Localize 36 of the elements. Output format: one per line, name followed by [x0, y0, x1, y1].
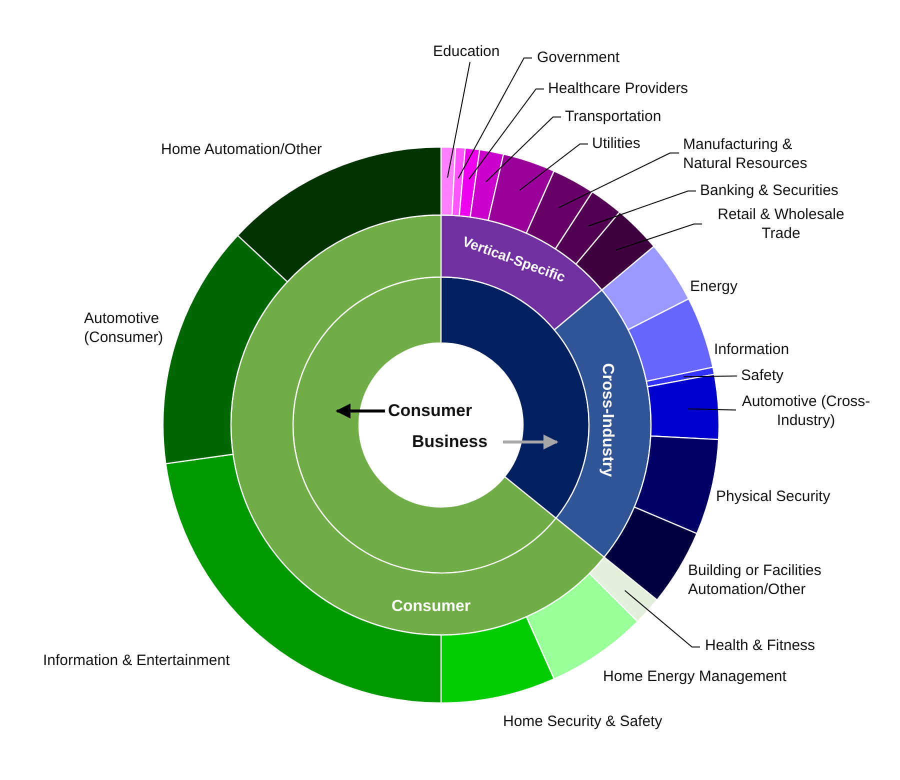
- segment-label: Information & Entertainment: [43, 651, 230, 670]
- category-label: Transportation: [565, 107, 662, 126]
- leader-line: [486, 116, 562, 182]
- leader-line: [588, 190, 696, 227]
- category-label: Healthcare Providers: [548, 79, 688, 98]
- category-label: Government: [537, 48, 620, 67]
- leader-line: [683, 376, 738, 378]
- segment-label: Energy: [690, 277, 738, 296]
- segment-label: Home Energy Management: [603, 667, 786, 686]
- leader-line: [468, 88, 544, 180]
- category-label: Health & Fitness: [705, 636, 816, 655]
- leader-line: [687, 408, 736, 410]
- segment-label: Building or Facilities Automation/Other: [688, 561, 822, 599]
- segment-label: Home Security & Safety: [503, 712, 662, 731]
- segment-label: Cross-Industry: [598, 363, 616, 477]
- category-label: Automotive (Cross-Industry): [740, 392, 872, 430]
- leader-line: [446, 62, 470, 178]
- category-label: Safety: [741, 366, 784, 385]
- leader-line: [615, 224, 702, 251]
- leader-line: [458, 58, 532, 179]
- category-label: Banking & Securities: [700, 181, 838, 200]
- category-label: Manufacturing & Natural Resources: [683, 135, 808, 173]
- segment-label: Information: [714, 340, 790, 359]
- center-label: Business: [412, 432, 488, 451]
- category-label: Education: [433, 42, 500, 61]
- segment-label: Home Automation/Other: [161, 140, 322, 159]
- segment-label: Physical Security: [716, 487, 830, 506]
- leader-line: [558, 152, 680, 208]
- leader-line: [624, 590, 700, 648]
- category-label: Utilities: [592, 134, 640, 153]
- segment-label: Automotive (Consumer): [84, 309, 164, 347]
- segment-label: Consumer: [391, 598, 471, 616]
- arrow: [336, 404, 385, 418]
- center-label: Consumer: [388, 401, 472, 420]
- leader-line: [519, 144, 588, 191]
- category-label: Retail & Wholesale Trade: [716, 205, 846, 243]
